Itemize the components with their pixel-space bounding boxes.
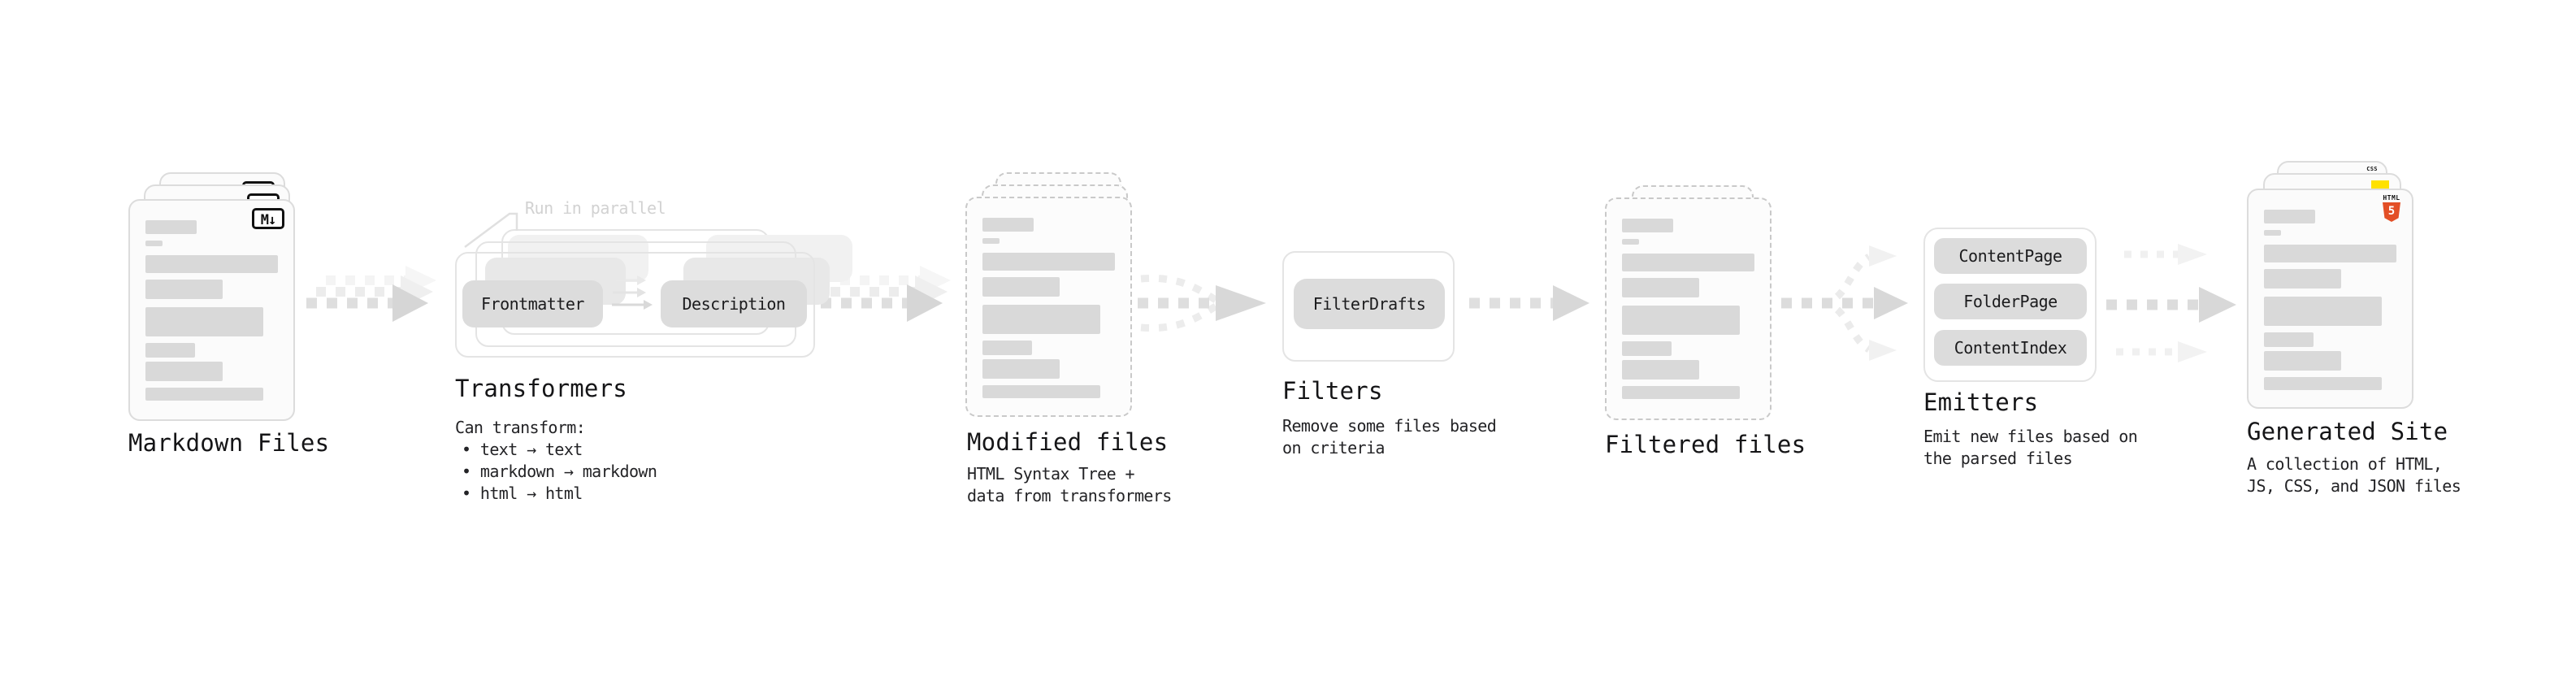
- modified-files-description-2: data from transformers: [967, 486, 1172, 505]
- emitter-node-contentpage: ContentPage: [1934, 238, 2087, 274]
- generated-file-card-html: HTML 5: [2247, 189, 2413, 409]
- document-placeholder-lines: [1607, 199, 1770, 399]
- placeholder-bar: [2264, 230, 2281, 236]
- filter-node-filterdrafts: FilterDrafts: [1294, 279, 1445, 329]
- placeholder-bar: [982, 385, 1100, 398]
- placeholder-bar: [1622, 254, 1754, 271]
- stage-label-filtered-files: Filtered files: [1605, 431, 1806, 458]
- stage-label-emitters: Emitters: [1923, 388, 2039, 416]
- placeholder-bar: [2264, 377, 2382, 390]
- emitters-description-1: Emit new files based on: [1923, 427, 2138, 446]
- placeholder-bar: [2264, 269, 2341, 288]
- flow-arrow-filters-to-filtered-icon: [1469, 285, 1589, 321]
- transformer-node-frontmatter: Frontmatter: [462, 280, 603, 327]
- transformers-bullet-2: • markdown → markdown: [462, 462, 657, 481]
- html5-icon-label: HTML: [2383, 194, 2400, 202]
- placeholder-bar: [2264, 332, 2314, 347]
- flow-arrows-emitters-to-site-icon: [2106, 244, 2236, 362]
- placeholder-bar: [982, 238, 1000, 244]
- placeholder-bar: [1622, 306, 1740, 335]
- js-icon: [2371, 180, 2389, 189]
- emitters-description-2: the parsed files: [1923, 449, 2073, 468]
- placeholder-bar: [2264, 351, 2341, 371]
- placeholder-bar: [1622, 219, 1673, 232]
- placeholder-bar: [982, 218, 1034, 232]
- emitter-node-folderpage: FolderPage: [1934, 284, 2087, 319]
- flow-arrow-files-to-transformers-icon: [306, 266, 436, 322]
- placeholder-bar: [145, 255, 278, 273]
- modified-files-description-1: HTML Syntax Tree +: [967, 464, 1135, 484]
- placeholder-bar: [145, 280, 223, 299]
- filters-description-1: Remove some files based: [1282, 416, 1497, 436]
- placeholder-bar: [1622, 360, 1699, 380]
- transformer-frame-front: [455, 252, 815, 358]
- transformers-bullet-3: • html → html: [462, 484, 583, 503]
- run-in-parallel-annotation: Run in parallel: [525, 198, 666, 218]
- stage-label-transformers: Transformers: [455, 375, 627, 402]
- markdown-file-card-front: M↓: [128, 199, 295, 421]
- document-placeholder-lines: [967, 198, 1130, 398]
- placeholder-bar: [982, 253, 1115, 271]
- placeholder-bar: [982, 340, 1032, 355]
- modified-file-card-front: [965, 197, 1132, 417]
- placeholder-bar: [1622, 386, 1740, 399]
- placeholder-bar: [1622, 278, 1699, 297]
- document-placeholder-lines: [130, 201, 293, 401]
- filters-description-2: on criteria: [1282, 438, 1385, 458]
- placeholder-bar: [982, 359, 1060, 379]
- document-placeholder-lines: [2249, 190, 2412, 390]
- flow-arrow-merge-to-filters-icon: [1138, 274, 1266, 332]
- placeholder-bar: [2264, 210, 2315, 223]
- markdown-icon: M↓: [252, 208, 284, 229]
- transformers-bullet-1: • text → text: [462, 440, 583, 459]
- parallel-arrows-icon: [612, 275, 653, 310]
- generated-site-description-1: A collection of HTML,: [2247, 454, 2443, 474]
- placeholder-bar: [1622, 239, 1639, 245]
- placeholder-bar: [145, 343, 195, 358]
- transformers-subtitle: Can transform:: [455, 418, 586, 437]
- stage-label-markdown-files: Markdown Files: [128, 429, 330, 457]
- generated-site-description-2: JS, CSS, and JSON files: [2247, 476, 2461, 496]
- flow-arrow-branch-to-emitters-icon: [1781, 245, 1908, 361]
- placeholder-bar: [2264, 245, 2396, 262]
- placeholder-bar: [982, 305, 1100, 334]
- placeholder-bar: [1622, 341, 1672, 356]
- placeholder-bar: [2264, 297, 2382, 326]
- annotation-leader-line-icon: [464, 212, 518, 249]
- transformer-node-description: Description: [661, 280, 807, 327]
- placeholder-bar: [145, 220, 197, 234]
- css-icon-label: CSS: [2366, 166, 2378, 172]
- placeholder-bar: [145, 307, 263, 336]
- placeholder-bar: [145, 388, 263, 401]
- stage-label-modified-files: Modified files: [967, 428, 1169, 456]
- placeholder-bar: [145, 362, 223, 381]
- filtered-file-card-front: [1605, 197, 1772, 420]
- stage-label-generated-site: Generated Site: [2247, 418, 2448, 445]
- placeholder-bar: [982, 277, 1060, 297]
- html5-icon-shield: 5: [2383, 202, 2400, 222]
- flow-arrow-transformers-to-modified-icon: [821, 266, 951, 322]
- stage-label-filters: Filters: [1282, 377, 1383, 405]
- emitter-node-contentindex: ContentIndex: [1934, 330, 2087, 366]
- html5-icon: HTML 5: [2382, 194, 2401, 222]
- placeholder-bar: [145, 241, 163, 246]
